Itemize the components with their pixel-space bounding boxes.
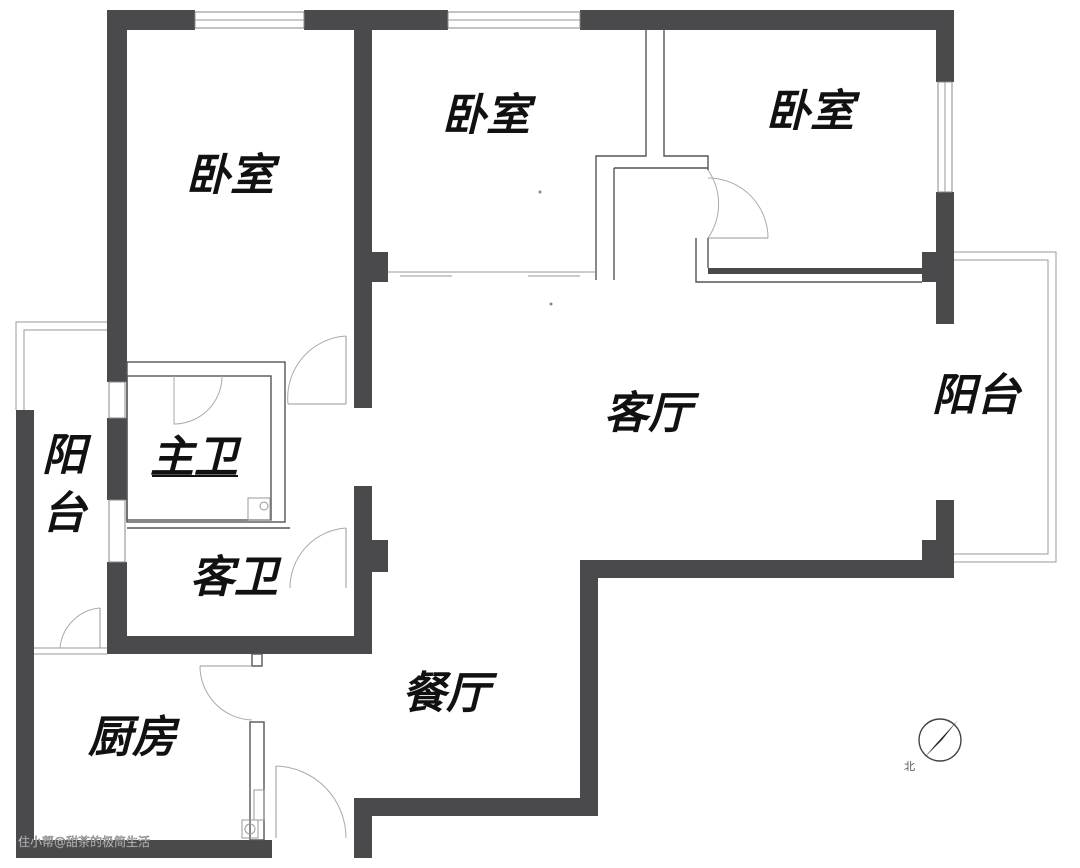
compass-needle-icon — [924, 720, 958, 758]
wall-bath-right-stub — [354, 540, 388, 572]
wall-top-2 — [304, 10, 448, 30]
label-balcony-left-top: 阳 — [42, 430, 92, 481]
wall-right-stub — [922, 252, 954, 282]
wall-bedroom-divider — [354, 28, 372, 280]
windows — [108, 11, 953, 563]
wall-step-horizontal — [580, 560, 954, 578]
wall-top-3 — [580, 10, 954, 30]
label-master-bath: 主卫 — [150, 432, 242, 483]
label-balcony-left-bottom: 台 — [42, 488, 89, 539]
wall-left-lower — [107, 562, 127, 654]
wall-top-1 — [107, 10, 195, 30]
interior-walls — [126, 28, 922, 841]
marker-dot-2 — [549, 302, 553, 306]
balcony-railings — [15, 251, 1057, 655]
label-guest-bath: 客卫 — [190, 552, 282, 603]
wall-guest-bath-bottom — [107, 636, 372, 654]
wall-bedroom-divider-stub — [354, 252, 388, 282]
wall-dining-bottom — [354, 798, 598, 816]
label-bedroom-right: 卧室 — [766, 86, 861, 137]
wall-right-upper — [936, 10, 954, 82]
room-labels: 卧室 卧室 卧室 客厅 阳台 阳 台 主卫 客卫 餐厅 厨房 — [42, 86, 1023, 763]
label-kitchen: 厨房 — [88, 712, 180, 763]
compass: 北 — [904, 718, 962, 773]
watermark: 住小帮@甜茶的极简生活 — [18, 834, 150, 849]
label-bedroom-left: 卧室 — [186, 150, 281, 201]
walls — [16, 10, 954, 858]
compass-label: 北 — [904, 760, 915, 773]
label-bedroom-mid: 卧室 — [442, 90, 537, 141]
door-swings — [59, 169, 769, 839]
label-dining-room: 餐厅 — [402, 668, 498, 719]
wall-left-mid — [107, 418, 127, 500]
marker-dot — [538, 190, 542, 194]
wall-left-bedroom — [107, 10, 127, 382]
label-balcony-right: 阳台 — [932, 370, 1023, 421]
wall-bedroom-divider-lower — [354, 282, 372, 408]
wall-left-balcony — [16, 410, 34, 858]
compass-circle — [918, 718, 962, 762]
wall-dining-bottom-left — [354, 798, 372, 858]
wall-step-vertical — [580, 560, 598, 816]
wall-kitchen-bottom — [16, 840, 272, 858]
wall-right-bedroom-bottom — [708, 268, 936, 274]
label-living-room: 客厅 — [604, 388, 700, 439]
